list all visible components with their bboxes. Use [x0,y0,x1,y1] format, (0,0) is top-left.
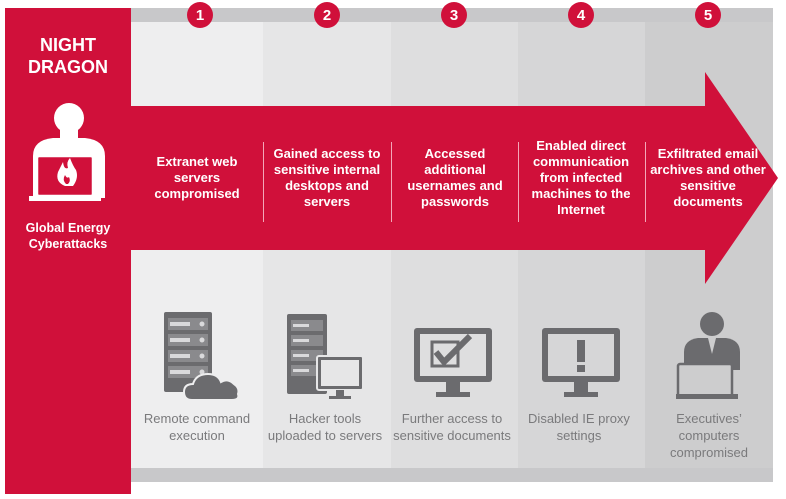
stage-description-4: Enabled direct communication from infect… [531,138,631,217]
stage-number-badge-3: 3 [441,2,467,28]
stage-caption-5: Executives’ computers compromised [669,411,749,460]
stage-caption-4: Disabled IE proxy settings [528,411,630,443]
panel-subtitle: Global Energy Cyberattacks [5,220,131,252]
monitor-warning-icon [542,328,620,397]
panel-title-line2: DRAGON [28,57,108,77]
column-bottom-bar [645,468,773,482]
column-bottom-bar [263,468,391,482]
stage-description-1: Extranet web servers compromised [154,154,240,201]
stage-description-3: Accessed additional usernames and passwo… [407,146,503,209]
stage-description-2: Gained access to sensitive internal desk… [273,146,381,209]
stage-caption-2: Hacker tools uploaded to servers [267,411,383,443]
stage-number-badge-4: 4 [568,2,594,28]
column-bottom-bar [518,468,645,482]
column-bottom-bar [391,468,518,482]
stage-description-5: Exfiltrated email archives and other sen… [650,146,766,209]
stage-number-badge-2: 2 [314,2,340,28]
server-monitor-icon [287,314,364,399]
stage-number-badge-1: 1 [187,2,213,28]
hacker-laptop-icon [29,103,105,201]
stage-caption-1: Remote command execution [143,411,251,443]
stage-number-badge-5: 5 [695,2,721,28]
panel-subtitle-line1: Global Energy [25,221,111,235]
arrow-divider [645,142,646,222]
column-bottom-bar [131,468,263,482]
arrow-divider [263,142,264,222]
monitor-checkmark-icon [414,328,492,397]
arrow-divider [518,142,519,222]
stage-caption-3: Further access to sensitive documents [393,411,511,443]
night-dragon-panel: NIGHT DRAGON Global Energy Cyberattacks [5,8,131,494]
panel-subtitle-line2: Cyberattacks [28,237,108,251]
arrow-shape [125,72,778,284]
executive-laptop-icon [676,312,740,399]
panel-title-line1: NIGHT [40,35,96,55]
arrow-divider [391,142,392,222]
panel-title: NIGHT DRAGON [5,34,131,78]
server-cloud-icon [164,312,240,401]
